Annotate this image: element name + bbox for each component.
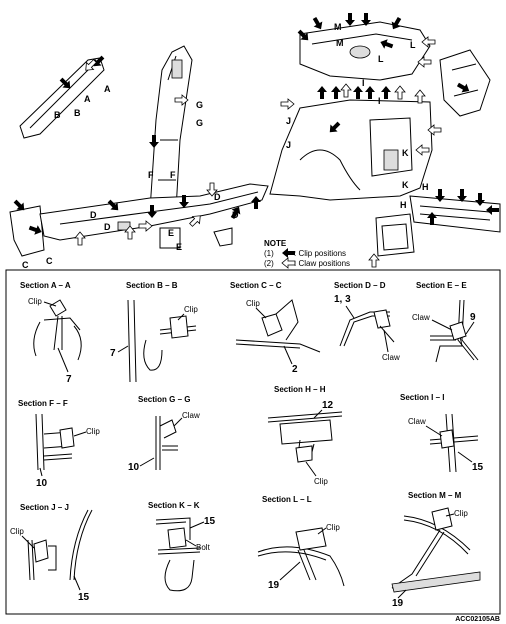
callout-b: B	[54, 110, 61, 120]
legend-title: NOTE	[264, 239, 287, 248]
label-claw: Claw	[408, 417, 426, 426]
section-title: Section D – D	[334, 281, 386, 290]
part-number: 12	[322, 400, 334, 411]
callout-d: D	[214, 192, 221, 202]
callout-m: M	[336, 38, 344, 48]
label-claw: Claw	[382, 353, 400, 362]
label-bolt: Bolt	[196, 543, 211, 552]
luggage-box-trim	[375, 213, 415, 257]
b-pillar-trim	[149, 45, 193, 211]
label-claw: Claw	[182, 411, 200, 420]
section-title: Section L – L	[262, 495, 312, 504]
part-number: 15	[472, 462, 484, 473]
callout-k: K	[402, 180, 409, 190]
section-a-a: Section A – A Clip 7	[20, 281, 82, 385]
label-clip: Clip	[454, 509, 468, 518]
callout-f: F	[148, 170, 154, 180]
section-h-h: Section H – H 12 Clip	[267, 385, 343, 486]
section-title: Section K – K	[148, 501, 200, 510]
callout-d: D	[90, 210, 97, 220]
section-title: Section G – G	[138, 395, 190, 404]
section-i-i: Section I – I Claw 15	[400, 393, 484, 473]
section-title: Section B – B	[126, 281, 178, 290]
callout-d: D	[232, 210, 239, 220]
section-title: Section A – A	[20, 281, 71, 290]
callout-a: A	[104, 84, 111, 94]
front-scuff-plate	[9, 205, 45, 257]
callout-g: G	[196, 100, 203, 110]
d-pillar-trim	[439, 49, 491, 117]
a-pillar-trim	[19, 57, 105, 139]
legend-item-2-text: : Claw positions	[294, 259, 350, 268]
callout-c: C	[46, 256, 53, 266]
section-title: Section I – I	[400, 393, 444, 402]
section-c-c: Section C – C Clip 2	[230, 281, 321, 375]
section-g-g: Section G – G Claw 10	[128, 395, 200, 473]
callout-l: L	[378, 54, 384, 64]
label-clip: Clip	[86, 427, 100, 436]
callout-a: A	[84, 94, 91, 104]
part-number: 15	[204, 516, 216, 527]
section-title: Section H – H	[274, 385, 326, 394]
callout-h: H	[422, 182, 429, 192]
part-number: 19	[268, 580, 280, 591]
part-number: 19	[392, 598, 404, 609]
quarter-lower-trim	[269, 99, 433, 201]
callout-e: E	[168, 228, 174, 238]
callout-j: J	[286, 116, 291, 126]
label-clip: Clip	[314, 477, 328, 486]
label-clip: Clip	[28, 297, 42, 306]
section-views-frame	[5, 269, 501, 615]
callout-b: B	[74, 108, 81, 118]
callout-m: M	[334, 22, 342, 32]
callout-e: E	[176, 242, 182, 252]
section-d-d: Section D – D 1, 3 Claw	[334, 281, 400, 362]
callout-d: D	[104, 222, 111, 232]
callout-k: K	[402, 148, 409, 158]
legend-item-2-number: (2)	[264, 259, 274, 268]
legend-item-1-text: : Clip positions	[294, 249, 346, 258]
callout-l: L	[410, 40, 416, 50]
section-m-m: Section M – M Clip 19	[391, 491, 481, 609]
callout-f: F	[170, 170, 176, 180]
part-number: 2	[292, 364, 298, 375]
part-number: 10	[36, 478, 48, 489]
label-claw: Claw	[412, 313, 430, 322]
section-j-j: Section J – J Clip 15	[10, 503, 93, 603]
section-title: Section C – C	[230, 281, 282, 290]
section-title: Section J – J	[20, 503, 69, 512]
label-clip: Clip	[10, 527, 24, 536]
part-number: 1, 3	[334, 294, 351, 305]
legend: NOTE (1) : Clip positions (2) : Claw pos…	[264, 239, 350, 269]
part-number: 7	[66, 374, 72, 385]
part-number: 15	[78, 592, 90, 603]
section-l-l: Section L – L Clip 19	[257, 495, 345, 591]
overview-illustration: A A B B C C D D D D E E F F G G H H I I …	[9, 13, 501, 270]
part-number: 9	[470, 312, 476, 323]
part-number: 10	[128, 462, 140, 473]
legend-item-1-number: (1)	[264, 249, 274, 258]
section-k-k: Section K – K 15 Bolt	[148, 501, 216, 592]
callout-i: I	[378, 96, 381, 106]
callout-j: J	[286, 140, 291, 150]
label-clip: Clip	[184, 305, 198, 314]
section-f-f: Section F – F Clip 10	[18, 399, 100, 489]
section-e-e: Section E – E Claw 9	[412, 281, 479, 363]
callout-h: H	[400, 200, 407, 210]
figure-code: ACC02105AB	[455, 616, 500, 623]
section-b-b: Section B – B Clip 7	[110, 281, 198, 383]
callout-g: G	[196, 118, 203, 128]
section-title: Section E – E	[416, 281, 467, 290]
callout-c: C	[22, 260, 29, 270]
section-title: Section F – F	[18, 399, 68, 408]
part-number: 7	[110, 348, 116, 359]
section-title: Section M – M	[408, 491, 462, 500]
label-clip: Clip	[326, 523, 340, 532]
label-clip: Clip	[246, 299, 260, 308]
callout-i: I	[362, 78, 365, 88]
